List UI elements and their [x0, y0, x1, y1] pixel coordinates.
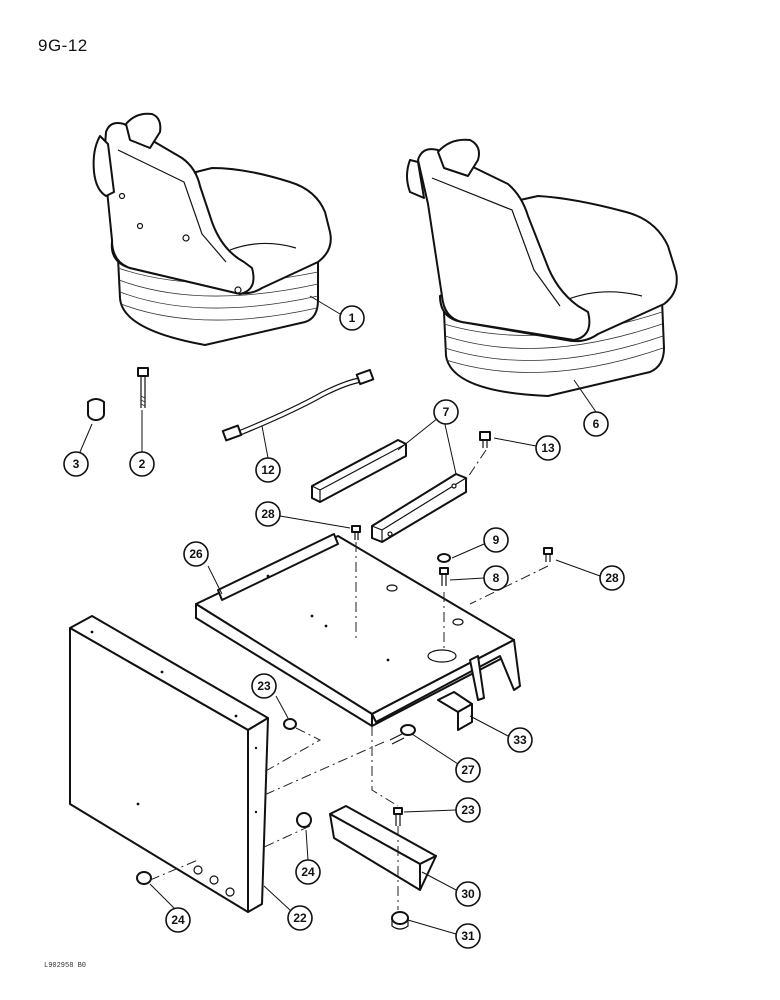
callout-27: 27 — [455, 757, 481, 783]
callout-33: 33 — [507, 727, 533, 753]
seat-right — [406, 138, 678, 397]
svg-text:7: 7 — [443, 405, 450, 419]
mounting-plate-26 — [195, 533, 521, 727]
svg-text:26: 26 — [189, 547, 203, 561]
leader-lines — [79, 295, 601, 935]
svg-text:8: 8 — [493, 571, 500, 585]
svg-text:23: 23 — [257, 679, 271, 693]
svg-text:30: 30 — [461, 887, 475, 901]
svg-text:28: 28 — [605, 571, 619, 585]
bolt-28-right — [543, 547, 553, 562]
harness-12 — [221, 368, 375, 442]
callout-31: 31 — [455, 923, 481, 949]
bushing-3 — [87, 398, 105, 421]
bolt-27 — [389, 724, 416, 745]
svg-text:13: 13 — [541, 441, 555, 455]
svg-text:2: 2 — [139, 457, 146, 471]
svg-text:24: 24 — [301, 865, 315, 879]
nut-31 — [391, 911, 409, 930]
callout-9: 9 — [483, 527, 509, 553]
svg-text:22: 22 — [293, 911, 307, 925]
svg-text:33: 33 — [513, 733, 527, 747]
nut-23-upper — [283, 718, 297, 730]
callout-7: 7 — [433, 399, 459, 425]
callout-3: 3 — [63, 451, 89, 477]
callout-24-upper: 24 — [295, 859, 321, 885]
callout-24-lower: 24 — [165, 907, 191, 933]
bolt-28-left — [351, 525, 361, 540]
callout-6: 6 — [583, 411, 609, 437]
svg-text:23: 23 — [461, 803, 475, 817]
svg-text:3: 3 — [73, 457, 80, 471]
side-panel-22 — [69, 615, 269, 913]
callout-26: 26 — [183, 541, 209, 567]
washer-9 — [437, 553, 451, 563]
page-reference: 9G-12 — [38, 36, 88, 55]
svg-text:1: 1 — [349, 311, 356, 325]
callout-28-right: 28 — [599, 565, 625, 591]
callout-23-lower: 23 — [455, 797, 481, 823]
callout-23-upper: 23 — [251, 673, 277, 699]
nut-24-lower — [136, 871, 152, 885]
bracket-33 — [437, 691, 473, 731]
svg-text:9: 9 — [493, 533, 500, 547]
cover-plate-30 — [329, 805, 437, 891]
svg-text:6: 6 — [593, 417, 600, 431]
callout-28-left: 28 — [255, 501, 281, 527]
seat-left — [92, 112, 332, 346]
callout-13: 13 — [535, 435, 561, 461]
svg-text:12: 12 — [261, 463, 275, 477]
bolt-13 — [479, 431, 491, 448]
bolt-8 — [439, 567, 449, 586]
callout-22: 22 — [287, 905, 313, 931]
alignment-lines — [149, 449, 549, 910]
rail-7 — [311, 439, 467, 543]
callout-8: 8 — [483, 565, 509, 591]
nut-24-upper — [296, 812, 312, 828]
callout-30: 30 — [455, 881, 481, 907]
svg-text:24: 24 — [171, 913, 185, 927]
callout-12: 12 — [255, 457, 281, 483]
svg-text:27: 27 — [461, 763, 475, 777]
svg-text:28: 28 — [261, 507, 275, 521]
bolt-2 — [137, 367, 149, 408]
callout-2: 2 — [129, 451, 155, 477]
svg-text:31: 31 — [461, 929, 475, 943]
drawing-code: L902958 B0 — [44, 962, 87, 970]
callout-1: 1 — [339, 305, 365, 331]
bolt-23-lower — [393, 807, 403, 826]
